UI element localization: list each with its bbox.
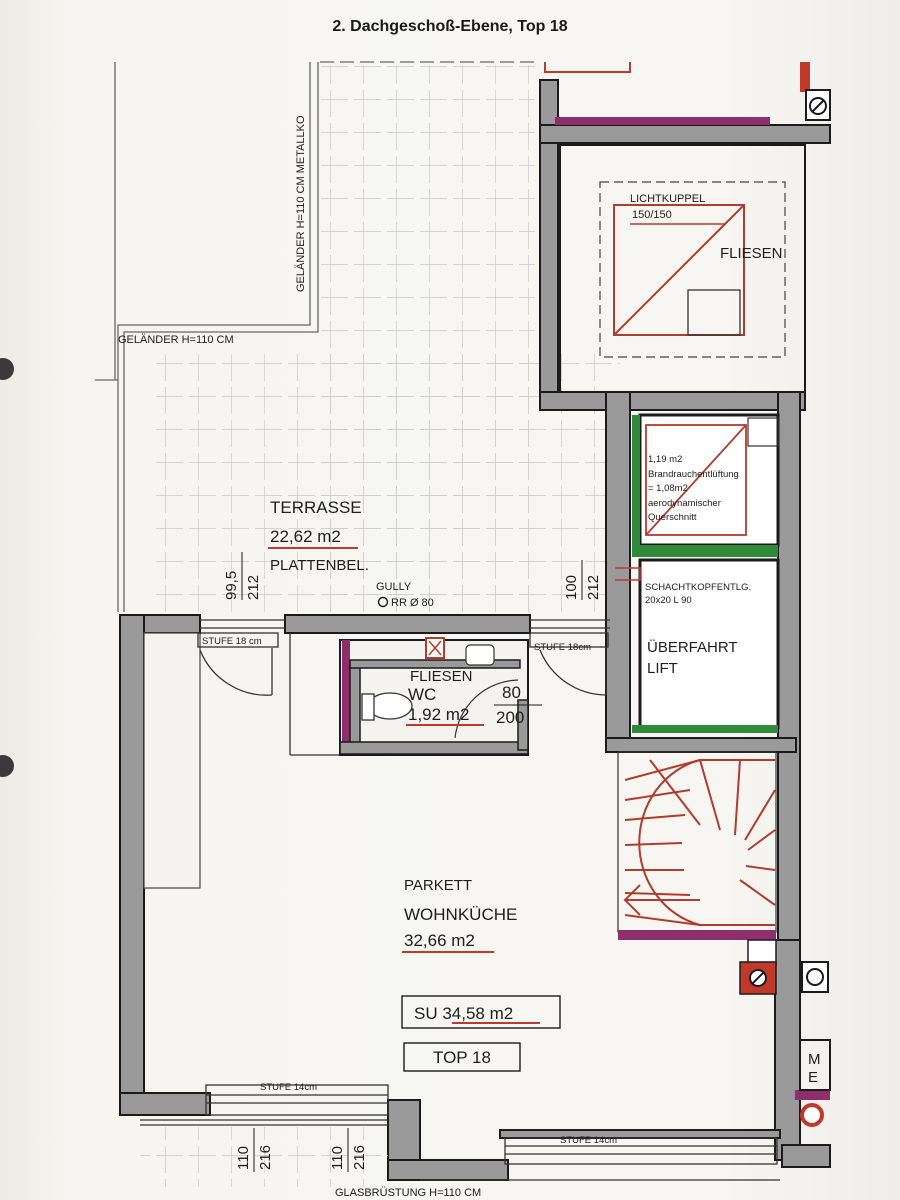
shaft-size: 20x20 L 90 — [645, 595, 692, 606]
wc-door-height: 200 — [496, 708, 524, 727]
smoke-line2: = 1,08m2 — [648, 483, 688, 494]
right-edge-text-2: E — [808, 1069, 818, 1086]
bottom-windows — [140, 1084, 780, 1181]
railing-vertical-label: GELÄNDER H=110 CM METALLKO — [295, 115, 307, 292]
lift-overrun — [615, 558, 780, 733]
terrace-name: TERRASSE — [270, 498, 362, 517]
railing-horizontal-label: GELÄNDER H=110 CM — [118, 334, 234, 346]
top-label-box — [403, 1042, 521, 1072]
step-left-label: STUFE 18 cm — [202, 636, 262, 647]
top-label: TOP 18 — [433, 1048, 491, 1067]
window2-height: 216 — [351, 1145, 368, 1170]
right-walls — [539, 79, 831, 1168]
wc-area: 1,92 m2 — [408, 705, 469, 724]
door-left-height: 212 — [245, 575, 262, 600]
step-bottom-right-label: STUFE 14cm — [560, 1135, 617, 1146]
wc-name: WC — [408, 685, 436, 704]
punch-hole — [0, 358, 14, 380]
shaft-label: SCHACHTKOPFENTLG. — [645, 582, 751, 593]
skylight-room — [559, 144, 806, 393]
bottom-tiles — [140, 1127, 388, 1187]
skylight-size: 150/150 — [632, 209, 672, 221]
living-area: 32,66 m2 — [404, 931, 475, 950]
gully-icon — [377, 596, 389, 608]
smoke-extraction-shaft — [632, 413, 780, 557]
railing-lines — [95, 61, 535, 612]
window1-height: 216 — [257, 1145, 274, 1170]
smoke-area: 1,19 m2 — [648, 454, 682, 465]
living-name: WOHNKÜCHE — [404, 905, 517, 924]
skylight-floor: FLIESEN — [720, 245, 783, 262]
bottom-right-fixtures — [739, 939, 831, 1127]
page-title: 2. Dachgeschoß-Ebene, Top 18 — [332, 18, 568, 35]
step-bottom-left-label: STUFE 14cm — [260, 1082, 317, 1093]
living-floor: PARKETT — [404, 877, 472, 894]
window2-width: 110 — [329, 1146, 346, 1170]
smoke-line1: Brandrauchentlüftung — [648, 469, 739, 480]
terrace-floor: PLATTENBEL. — [270, 557, 369, 574]
stair-edge — [618, 930, 776, 940]
window1-width: 110 — [235, 1146, 252, 1170]
gully-size: RR Ø 80 — [391, 597, 434, 609]
door-right-width: 100 — [563, 575, 580, 600]
lift-line2: LIFT — [647, 660, 678, 677]
skylight-title: LICHTKUPPEL — [630, 193, 705, 205]
staircase — [617, 751, 777, 933]
door-right-height: 212 — [585, 575, 602, 600]
terrace-area: 22,62 m2 — [270, 527, 341, 546]
terrace-doors — [197, 619, 610, 756]
top-right-fixtures — [544, 62, 831, 125]
step-right-label: STUFE 18cm — [534, 642, 591, 653]
apartment-walls — [119, 614, 781, 1181]
gully-label: GULLY — [376, 581, 412, 593]
wc-room — [339, 637, 529, 756]
punch-hole — [0, 755, 14, 777]
right-edge-text-1: M — [808, 1051, 821, 1068]
built-in-cabinet — [143, 632, 201, 889]
su-area-label: SU 34,58 m2 — [414, 1004, 513, 1023]
su-area-box — [401, 995, 561, 1029]
door-left-width: 99,5 — [223, 571, 240, 600]
glass-railing-label: GLASBRÜSTUNG H=110 CM — [335, 1187, 481, 1199]
wc-door-width: 80 — [502, 683, 521, 702]
lift-line1: ÜBERFAHRT — [647, 638, 738, 656]
smoke-line3: aerodynamischer — [648, 498, 721, 509]
wc-floor: FLIESEN — [410, 668, 473, 685]
smoke-line4: Querschnitt — [648, 512, 697, 523]
